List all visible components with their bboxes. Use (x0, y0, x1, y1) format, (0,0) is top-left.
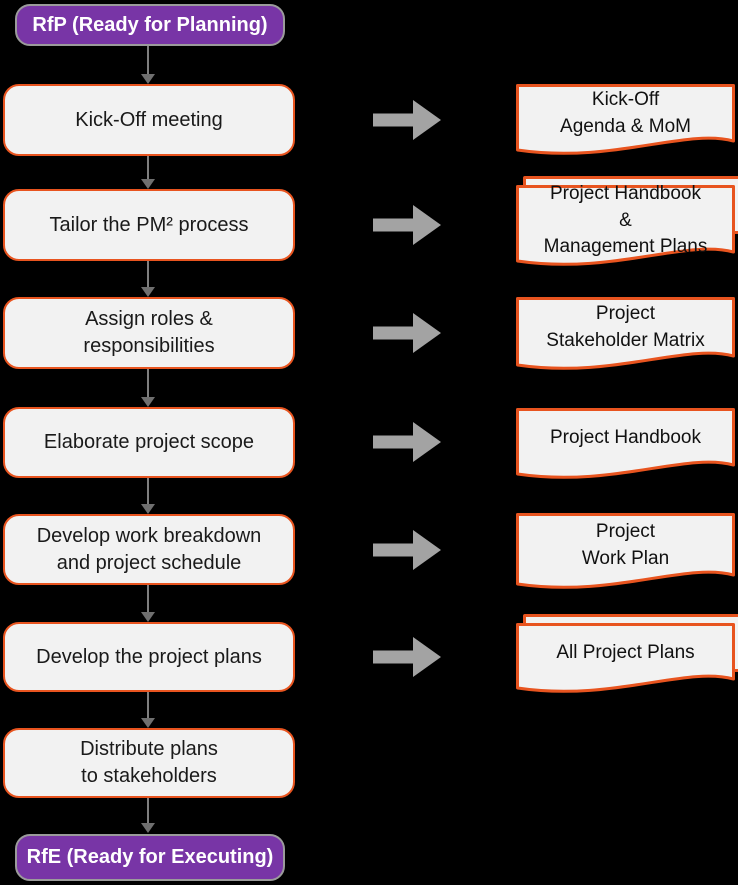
connector-line (147, 261, 149, 289)
artifact-label: Project Stakeholder Matrix (546, 303, 705, 351)
connector-arrowhead (141, 287, 155, 297)
document-shape-icon (516, 513, 735, 589)
step-distribute-plans: Distribute plans to stakeholders (3, 728, 295, 798)
phase-end-pill: RfE (Ready for Executing) (15, 834, 285, 881)
document-shape-icon (516, 623, 735, 693)
connector-arrowhead (141, 179, 155, 189)
artifact-handbook-management-plans: Project Handbook & Management Plans (516, 176, 738, 273)
artifact-label: Project Handbook & Management Plans (543, 182, 708, 258)
connector-arrowhead (141, 74, 155, 84)
artifact-stakeholder-matrix: Project Stakeholder Matrix (516, 297, 735, 377)
down-arrow-icon (140, 692, 156, 728)
down-arrow-icon (140, 585, 156, 622)
connector-arrowhead (141, 397, 155, 407)
right-arrow-icon (373, 637, 441, 677)
artifact-kick-off-agenda-mom: Kick-Off Agenda & MoM (516, 84, 735, 162)
phase-start-pill: RfP (Ready for Planning) (15, 4, 285, 46)
artifact-label: Project Work Plan (581, 520, 670, 569)
down-arrow-icon (140, 261, 156, 297)
connector-arrowhead (141, 823, 155, 833)
connector-arrowhead (141, 612, 155, 622)
down-arrow-icon (140, 46, 156, 84)
step-develop-wbs-schedule: Develop work breakdown and project sched… (3, 514, 295, 585)
right-arrow-icon (373, 100, 441, 140)
connector-line (147, 585, 149, 614)
down-arrow-icon (140, 478, 156, 514)
step-tailor-pm2-process: Tailor the PM² process (3, 189, 295, 261)
step-assign-roles: Assign roles & responsibilities (3, 297, 295, 369)
connector-line (147, 369, 149, 399)
document-shape-icon (516, 84, 735, 155)
step-develop-project-plans: Develop the project plans (3, 622, 295, 692)
document-shape-icon (516, 185, 735, 266)
document-shape-icon (516, 297, 735, 370)
down-arrow-icon (140, 156, 156, 189)
connector-arrowhead (141, 504, 155, 514)
connector-line (147, 46, 149, 76)
artifact-project-work-plan: Project Work Plan (516, 513, 735, 596)
document-shape-icon (516, 408, 735, 479)
right-arrow-icon (373, 422, 441, 462)
step-kick-off-meeting: Kick-Off meeting (3, 84, 295, 156)
artifact-project-handbook: Project Handbook (516, 408, 735, 486)
connector-line (147, 798, 149, 825)
connector-arrowhead (141, 718, 155, 728)
right-arrow-icon (373, 530, 441, 570)
step-elaborate-scope: Elaborate project scope (3, 407, 295, 478)
artifact-label: Kick-Off Agenda & MoM (560, 89, 691, 137)
connector-line (147, 156, 149, 181)
connector-line (147, 692, 149, 720)
right-arrow-icon (373, 313, 441, 353)
connector-line (147, 478, 149, 506)
artifact-label: All Project Plans (556, 641, 695, 663)
down-arrow-icon (140, 798, 156, 833)
right-arrow-icon (373, 205, 441, 245)
artifact-label: Project Handbook (549, 426, 702, 448)
down-arrow-icon (140, 369, 156, 407)
artifact-all-project-plans: All Project Plans (516, 614, 738, 700)
